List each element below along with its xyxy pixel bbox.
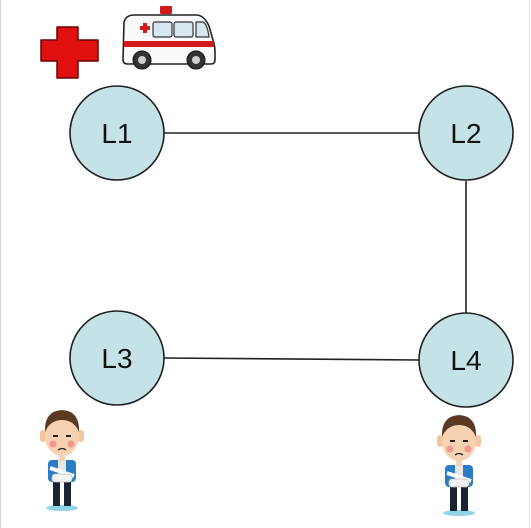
edge-l3-l4: [163, 357, 420, 361]
node-l3: L3: [69, 310, 165, 406]
injured-person-icon: [40, 410, 84, 511]
node-label: L1: [101, 118, 132, 149]
node-l4: L4: [418, 312, 514, 408]
right-border: [529, 0, 530, 528]
node-l1: L1: [69, 85, 165, 181]
left-border: [0, 0, 1, 528]
injured-person-icon: [437, 415, 481, 516]
ambulance-icon: [122, 6, 216, 70]
node-l2: L2: [418, 85, 514, 181]
node-label: L2: [450, 118, 481, 149]
node-label: L4: [450, 345, 481, 376]
node-label: L3: [101, 343, 132, 374]
red-cross-icon: [40, 26, 99, 79]
